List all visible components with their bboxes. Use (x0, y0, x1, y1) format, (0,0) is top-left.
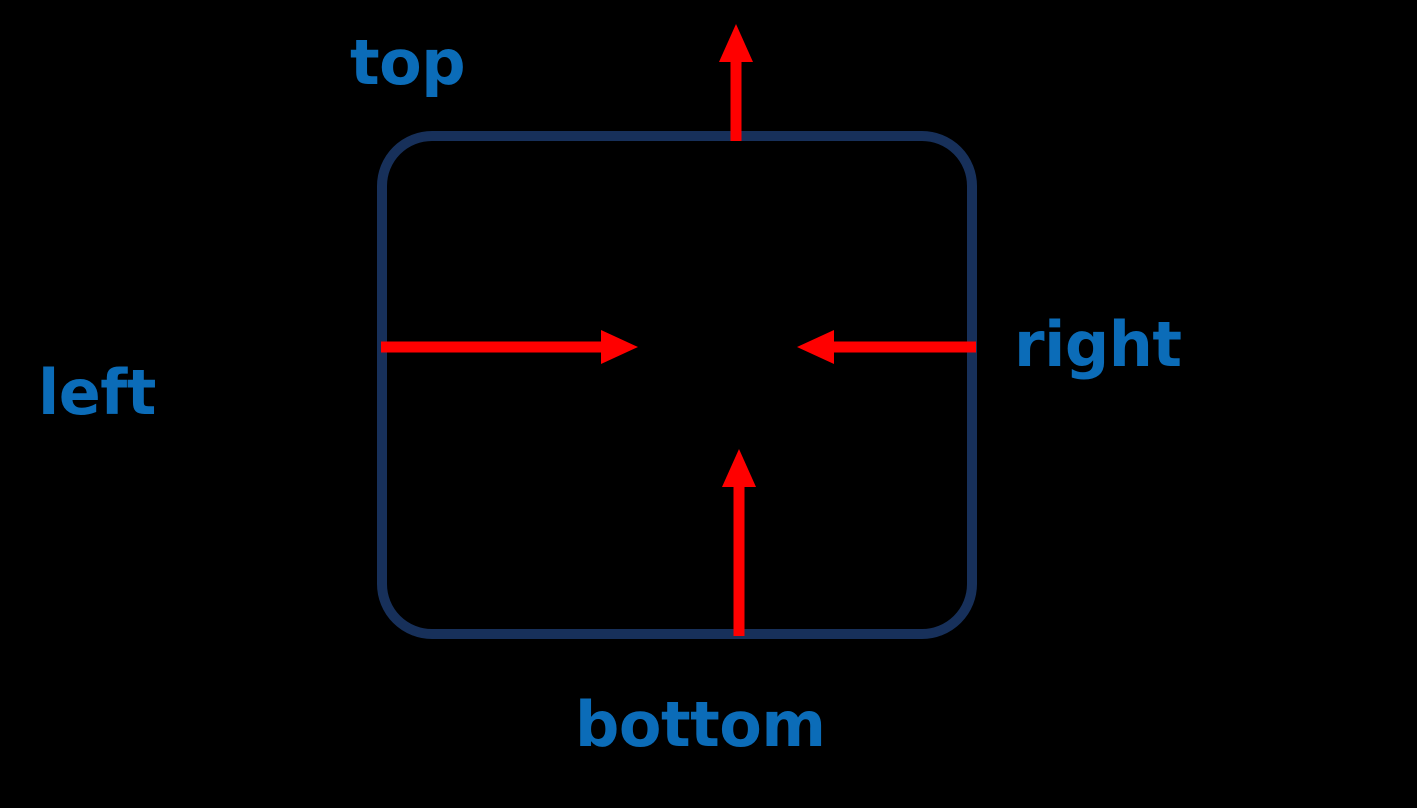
right-arrow-icon (797, 330, 976, 364)
label-right: right (1014, 308, 1182, 381)
label-left: left (38, 356, 156, 429)
label-top: top (350, 26, 466, 99)
bottom-arrow-icon (722, 449, 756, 636)
left-arrow-icon (381, 330, 638, 364)
top-arrow-icon (719, 24, 753, 141)
label-bottom: bottom (575, 688, 826, 761)
rounded-rectangle-box (377, 131, 977, 639)
